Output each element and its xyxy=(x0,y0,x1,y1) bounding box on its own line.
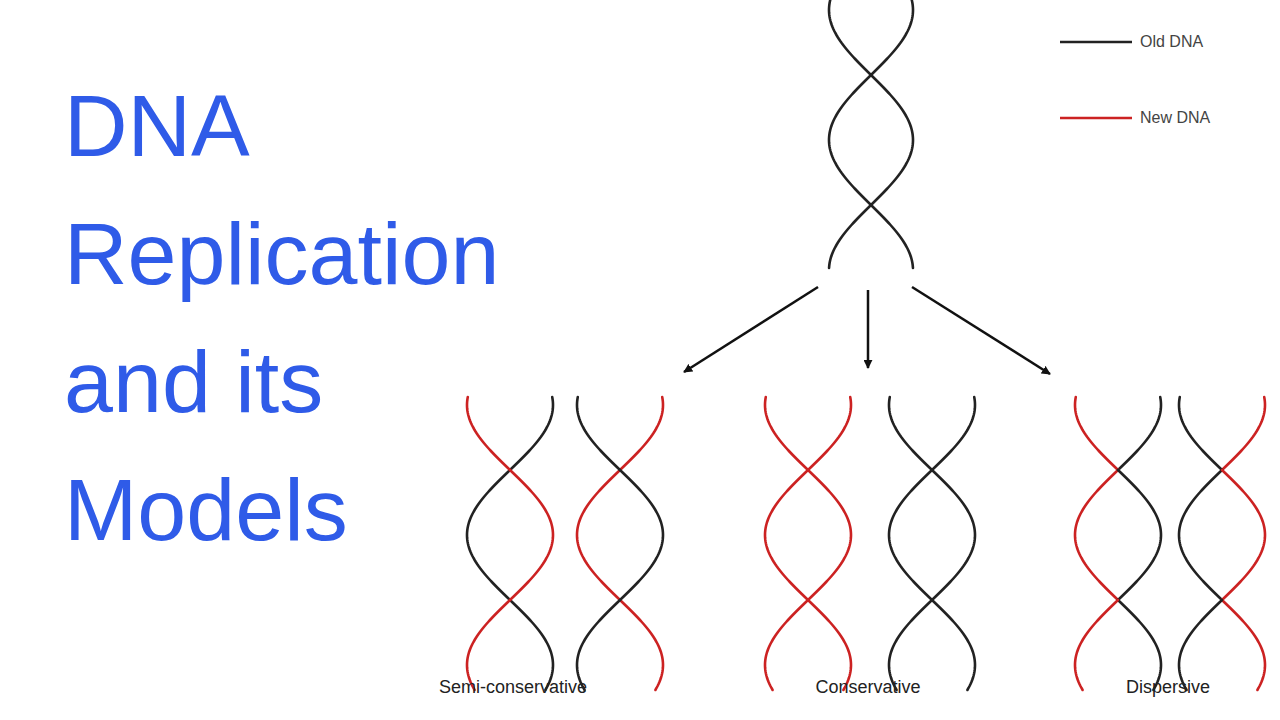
dna-strand xyxy=(1179,470,1222,600)
legend-line-sample xyxy=(1060,41,1132,44)
dna-strand xyxy=(1222,600,1265,690)
legend-text: Old DNA xyxy=(1140,33,1203,50)
dna-strand xyxy=(577,397,620,470)
helix-group xyxy=(467,0,1265,690)
dna-strand xyxy=(932,600,975,690)
dna-strand xyxy=(932,470,975,600)
dna-strand xyxy=(765,397,808,470)
title: DNA Replication and its Models xyxy=(64,62,594,574)
model-label-block: Semi-conservative xyxy=(403,677,623,698)
dna-strand xyxy=(1118,397,1161,470)
legend-text: New DNA xyxy=(1140,109,1210,126)
dna-strand xyxy=(467,470,510,600)
model-label-block: Conservative xyxy=(758,677,978,698)
branch-arrow xyxy=(912,287,1050,374)
branch-arrow xyxy=(867,290,870,368)
dna-strand xyxy=(467,600,510,690)
dna-strand xyxy=(1075,470,1118,600)
title-block: DNA Replication and its Models xyxy=(64,62,594,574)
legend-entry: Old DNA xyxy=(1140,32,1203,52)
dna-strand xyxy=(620,600,663,690)
dna-strand xyxy=(889,600,932,690)
dna-strand xyxy=(932,397,975,470)
dna-strand xyxy=(1118,600,1161,690)
dna-strand xyxy=(871,205,913,268)
model-label-block: Dispersive xyxy=(1058,677,1278,698)
dna-strand xyxy=(889,470,932,600)
dna-strand xyxy=(829,205,871,268)
dna-strand xyxy=(765,470,808,600)
legend-line-sample xyxy=(1060,117,1132,120)
dna-strand xyxy=(510,470,553,600)
model-label: Dispersive xyxy=(1058,677,1278,698)
dna-strand xyxy=(808,600,851,690)
dna-strand xyxy=(620,470,663,600)
dna-strand xyxy=(1179,600,1222,690)
dna-strand xyxy=(510,397,553,470)
dna-strand xyxy=(620,397,663,470)
dna-strand xyxy=(1118,470,1161,600)
model-label: Conservative xyxy=(758,677,978,698)
dna-strand xyxy=(871,0,913,75)
dna-strand xyxy=(829,75,871,205)
dna-strand xyxy=(1075,397,1118,470)
dna-strand xyxy=(765,600,808,690)
dna-strand xyxy=(1222,397,1265,470)
dna-strand xyxy=(577,470,620,600)
model-label: Semi-conservative xyxy=(403,677,623,698)
dna-strand xyxy=(1075,600,1118,690)
dna-strand xyxy=(829,0,871,75)
dna-strand xyxy=(808,397,851,470)
dna-strand xyxy=(577,600,620,690)
dna-strand xyxy=(467,397,510,470)
dna-strand xyxy=(871,75,913,205)
dna-strand xyxy=(510,600,553,690)
legend-entry: New DNA xyxy=(1140,108,1210,128)
branch-arrow xyxy=(684,287,818,372)
dna-strand xyxy=(1222,470,1265,600)
dna-strand xyxy=(808,470,851,600)
dna-strand xyxy=(1179,397,1222,470)
dna-strand xyxy=(889,397,932,470)
